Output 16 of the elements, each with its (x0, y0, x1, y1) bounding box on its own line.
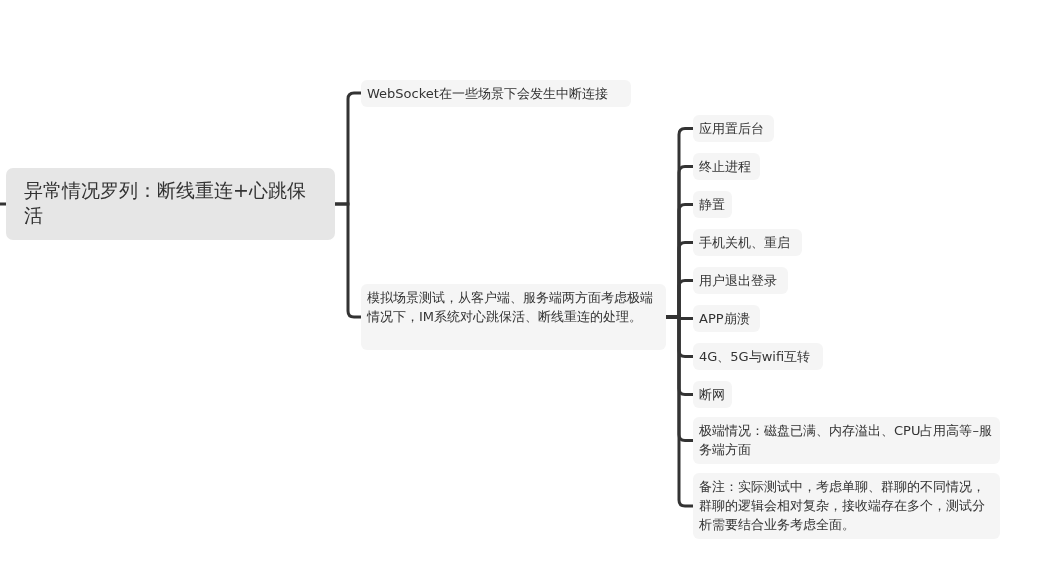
connector-line (335, 202, 361, 319)
topic-box: 备注：实际测试中，考虑单聊、群聊的不同情况，群聊的逻辑会相对复杂，接收端存在多个，测试分析需要结合业务考虑全面。 (693, 473, 1000, 539)
topic-box: 应用置后台 (693, 115, 774, 142)
connector-line (0, 202, 6, 206)
topic-box: 手机关机、重启 (693, 229, 802, 256)
topic-box: WebSocket在一些场景下会发生中断连接 (361, 80, 631, 107)
topic-box: 4G、5G与wifi互转 (693, 343, 823, 370)
topic-box: APP崩溃 (693, 305, 760, 332)
topic-box: 用户退出登录 (693, 267, 788, 294)
topic-box: 断网 (693, 381, 732, 408)
central-topic-box: 异常情况罗列：断线重连+心跳保活 (6, 168, 335, 240)
topic-box: 模拟场景测试，从客户端、服务端两方面考虑极端情况下，IM系统对心跳保活、断线重连的处理。 (361, 284, 666, 350)
topic-box: 极端情况：磁盘已满、内存溢出、CPU占用高等–服务端方面 (693, 417, 1000, 464)
topic-box: 静置 (693, 191, 732, 218)
topic-box: 终止进程 (693, 153, 760, 180)
connector-line (666, 315, 693, 508)
